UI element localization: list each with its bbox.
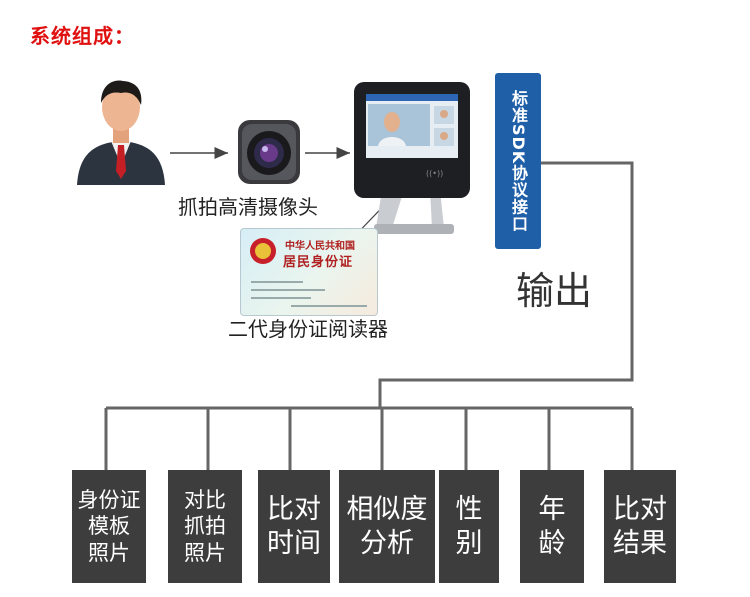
id-card-line (251, 297, 311, 299)
id-card-icon: 中华人民共和国 居民身份证 (240, 228, 378, 316)
output-line: 别 (455, 527, 483, 559)
output-line: 比对 (613, 493, 667, 525)
sdk-interface-box: 标准SDK协议接口 (495, 73, 541, 249)
person-icon (77, 80, 165, 185)
output-box-compare-result: 比对 结果 (604, 470, 676, 583)
output-line: 相似度 (346, 493, 428, 525)
output-line: 分析 (360, 527, 414, 559)
output-line: 年 (538, 493, 566, 525)
output-box-similarity: 相似度 分析 (339, 470, 435, 583)
output-box-id-template-photo: 身份证 模板 照片 (72, 470, 146, 583)
camera-label: 抓拍高清摄像头 (178, 195, 318, 219)
branch-drops (104, 408, 634, 471)
output-line: 照片 (184, 540, 226, 565)
output-box-capture-photo: 对比 抓拍 照片 (168, 470, 242, 583)
emblem-icon (250, 238, 276, 264)
output-bus-line (378, 161, 634, 408)
output-box-compare-time: 比对 时间 (258, 470, 330, 583)
output-line: 照片 (88, 540, 130, 565)
output-line: 对比 (184, 488, 226, 513)
output-line: 比对 (267, 493, 321, 525)
output-line: 身份证 (77, 488, 141, 513)
svg-text:((•)): ((•)) (426, 169, 443, 178)
face-terminal-icon: ((•)) (354, 82, 470, 234)
output-box-gender: 性 别 (439, 470, 499, 583)
output-line: 时间 (267, 527, 321, 559)
id-card-line (251, 281, 303, 283)
output-line: 抓拍 (184, 514, 226, 539)
output-box-age: 年 龄 (520, 470, 584, 583)
id-reader-label: 二代身份证阅读器 (228, 317, 388, 341)
diagram-title: 系统组成： (30, 24, 135, 48)
id-card-line (251, 289, 325, 291)
camera-icon (238, 120, 300, 184)
output-line: 龄 (538, 527, 566, 559)
output-label: 输出 (516, 269, 593, 313)
output-line: 结果 (613, 527, 667, 559)
sdk-interface-label: 标准SDK协议接口 (509, 89, 528, 233)
id-card-country: 中华人民共和国 (285, 241, 355, 252)
output-line: 性 (455, 493, 483, 525)
id-card-line (291, 305, 367, 307)
output-line: 模板 (88, 514, 130, 539)
id-card-type: 居民身份证 (283, 255, 354, 270)
